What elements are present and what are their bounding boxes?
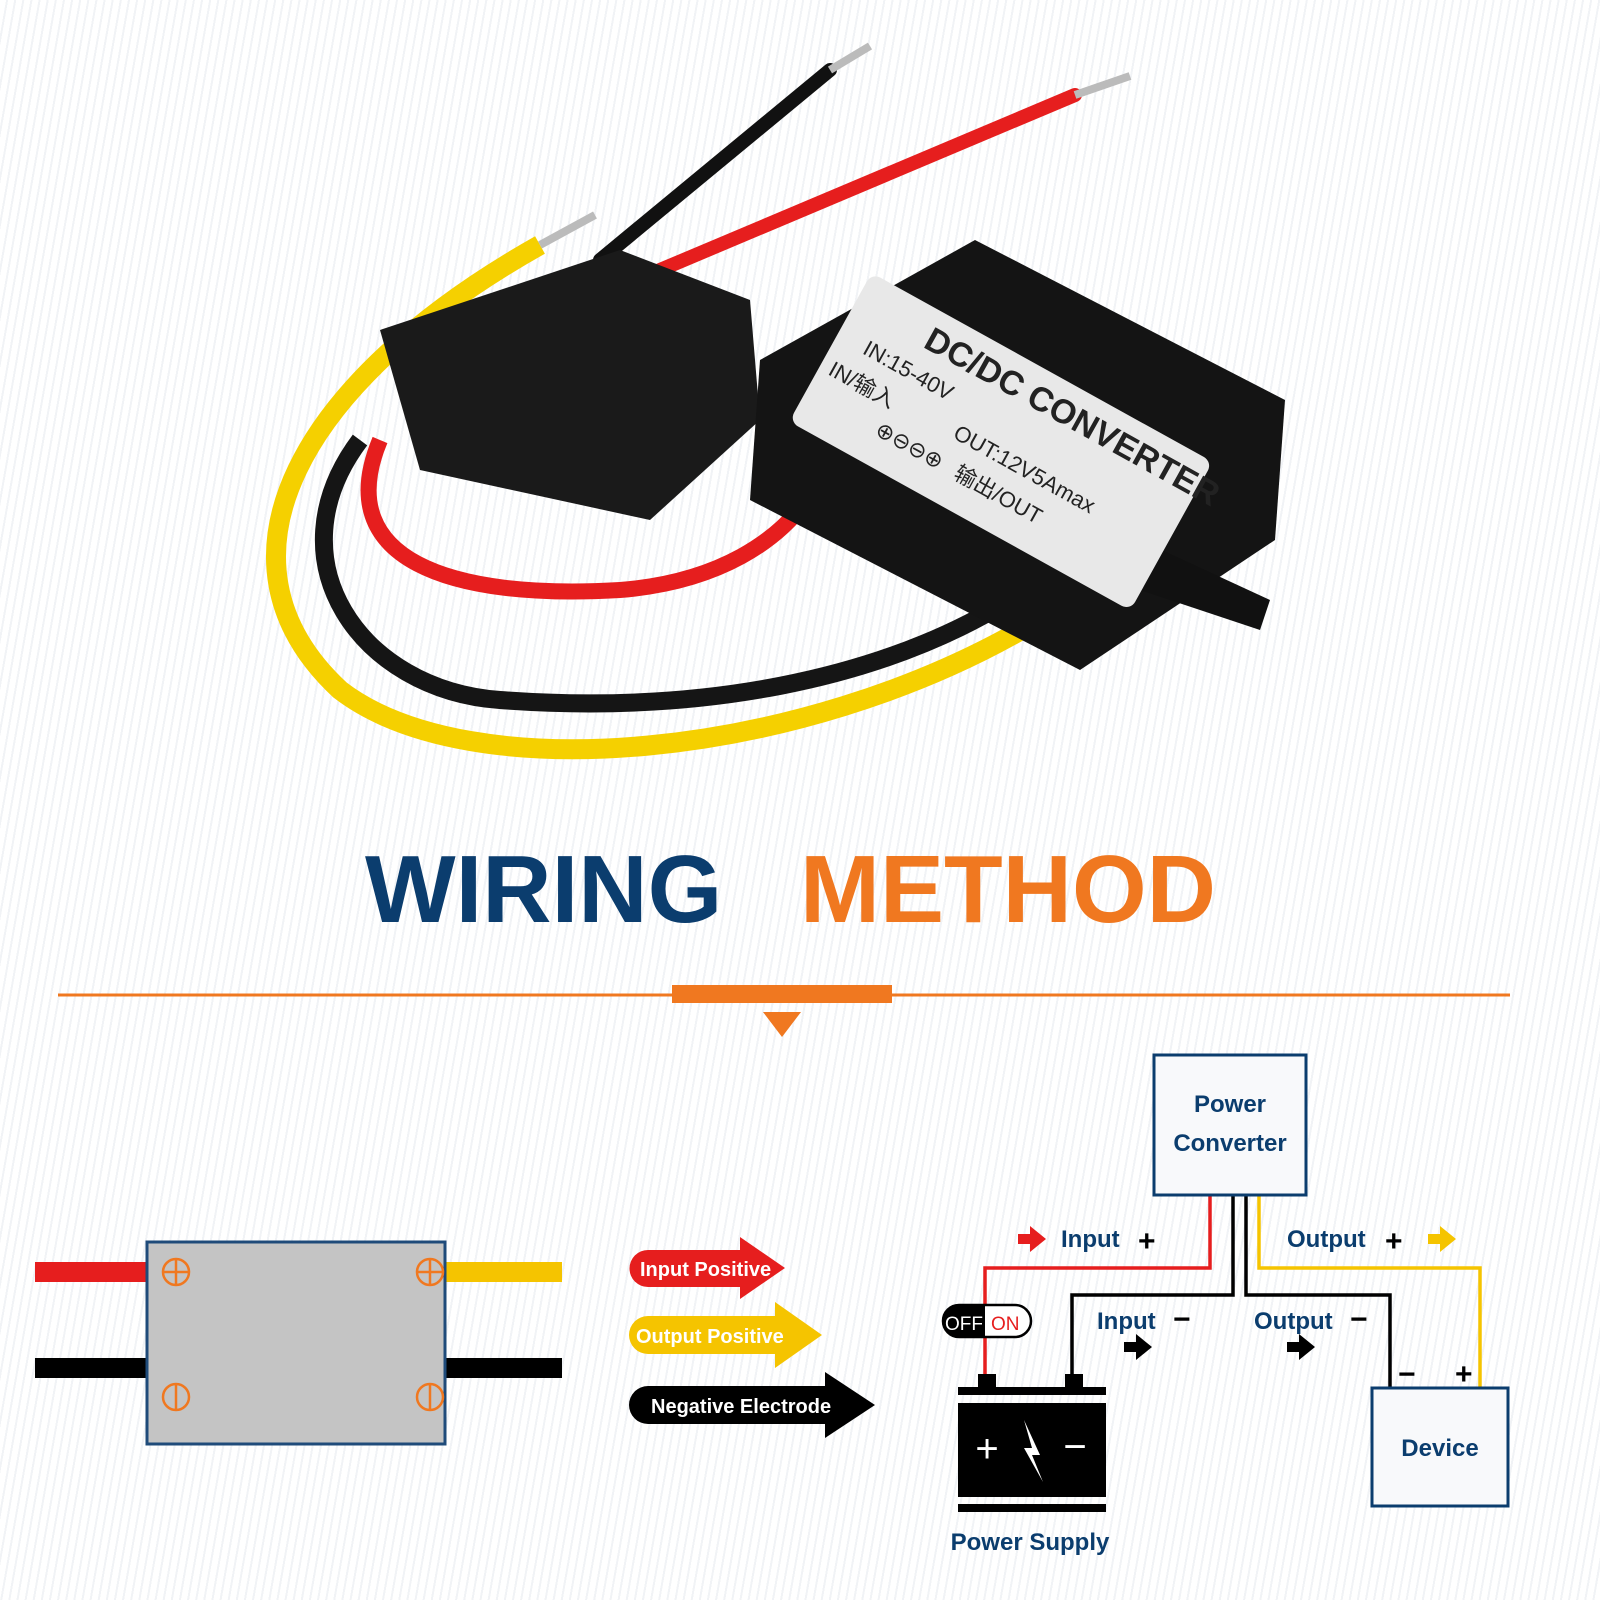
wire-tip bbox=[1073, 72, 1132, 99]
legend-label: Input Positive bbox=[640, 1259, 771, 1281]
arrow-icon bbox=[629, 1302, 822, 1368]
on-off-switch[interactable]: OFF ON bbox=[941, 1303, 1033, 1339]
output-positive-wire bbox=[445, 1262, 562, 1282]
legend-label: Output Positive bbox=[636, 1326, 784, 1348]
plus-sign: + bbox=[1385, 1225, 1403, 1258]
input-positive-wire bbox=[35, 1262, 147, 1282]
heading-wiring: WIRING bbox=[365, 836, 722, 943]
legend-output-positive: Output Positive bbox=[629, 1302, 822, 1368]
device-label: Device bbox=[1401, 1435, 1478, 1462]
page-heading: WIRING METHOD bbox=[58, 836, 1510, 1037]
minus-sign: − bbox=[1350, 1303, 1368, 1336]
switch-off-label: OFF bbox=[945, 1314, 983, 1335]
device-plus: + bbox=[1455, 1358, 1473, 1391]
module-box bbox=[145, 1240, 447, 1446]
output-negative-label: Output bbox=[1254, 1308, 1333, 1335]
converter-label-line2: Converter bbox=[1173, 1130, 1286, 1157]
input-positive-line bbox=[983, 1195, 1212, 1374]
device-minus: − bbox=[1398, 1358, 1416, 1391]
input-negative-line bbox=[1070, 1195, 1235, 1374]
black-arrow-icon bbox=[1124, 1334, 1152, 1360]
battery-minus: − bbox=[1063, 1425, 1086, 1469]
heading-method: METHOD bbox=[800, 836, 1216, 943]
arrow-icon bbox=[629, 1237, 785, 1299]
black-arrow-icon bbox=[1287, 1334, 1315, 1360]
red-arrow-icon bbox=[1018, 1226, 1046, 1252]
power-converter-box bbox=[1152, 1053, 1308, 1197]
black-wire bbox=[314, 434, 1015, 713]
label-plate bbox=[792, 276, 1210, 607]
wire-tip bbox=[827, 42, 873, 74]
switch-on-label: ON bbox=[991, 1314, 1020, 1335]
legend-label: Negative Electrode bbox=[651, 1396, 831, 1418]
output-positive-label: Output bbox=[1287, 1226, 1366, 1253]
input-negative-label: Input bbox=[1097, 1308, 1156, 1335]
plus-sign: + bbox=[1138, 1225, 1156, 1258]
lightning-icon bbox=[1024, 1420, 1043, 1482]
divider-accent bbox=[672, 985, 892, 1003]
power-supply-label: Power Supply bbox=[951, 1529, 1110, 1556]
switch-off-side bbox=[943, 1305, 985, 1337]
wire-tip bbox=[538, 211, 597, 249]
wiring-diagram: Power Converter Input + Output + Input −… bbox=[941, 1053, 1510, 1556]
red-wire bbox=[360, 436, 817, 600]
device-box bbox=[1370, 1386, 1510, 1508]
product-label: DC/DC CONVERTER IN:15-40V OUT:12V5Amax I… bbox=[792, 276, 1226, 607]
minus-sign: − bbox=[1173, 1303, 1191, 1336]
wire-legend: Input Positive Output Positive Negative … bbox=[629, 1237, 875, 1438]
black-lead-wire bbox=[593, 63, 837, 267]
arrow-icon bbox=[629, 1372, 875, 1438]
fuse-holder bbox=[380, 250, 760, 520]
down-triangle-icon bbox=[763, 1012, 801, 1037]
output-positive-line bbox=[1257, 1195, 1482, 1388]
output-negative-wire bbox=[445, 1358, 562, 1378]
battery-plus: + bbox=[975, 1427, 998, 1471]
red-lead-wire bbox=[653, 88, 1082, 277]
battery-icon: + − bbox=[958, 1374, 1106, 1512]
input-negative-wire bbox=[35, 1358, 147, 1378]
legend-input-positive: Input Positive bbox=[629, 1237, 785, 1299]
legend-negative-electrode: Negative Electrode bbox=[629, 1372, 875, 1438]
module-illustration bbox=[35, 1240, 562, 1446]
mounting-tab bbox=[1140, 540, 1270, 630]
product-photo: DC/DC CONVERTER IN:15-40V OUT:12V5Amax I… bbox=[266, 42, 1285, 760]
yellow-wire bbox=[266, 236, 1036, 760]
output-negative-line bbox=[1244, 1195, 1392, 1388]
input-positive-label: Input bbox=[1061, 1226, 1120, 1253]
yellow-arrow-icon bbox=[1428, 1226, 1456, 1252]
converter-label-line1: Power bbox=[1194, 1091, 1266, 1118]
